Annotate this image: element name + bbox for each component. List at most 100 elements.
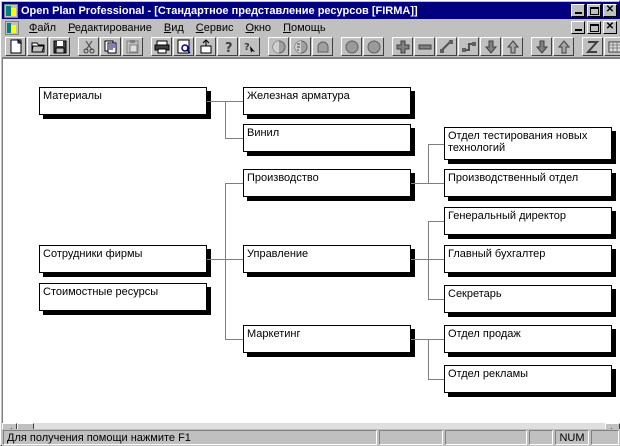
status-bar: Для получения помощи нажмите F1 NUM xyxy=(2,429,620,446)
diagram-node[interactable]: Производство xyxy=(243,169,411,197)
window-controls: ✕ xyxy=(571,4,617,17)
diagram-node-label: Генеральный директор xyxy=(448,210,566,222)
toolbar-separator xyxy=(144,37,151,56)
diagram-node[interactable]: Отдел продаж xyxy=(444,325,612,353)
diagram-node[interactable]: Отдел рекламы xyxy=(444,365,612,393)
connector-child-stub xyxy=(428,299,444,300)
diagram-node[interactable]: Винил xyxy=(243,124,411,152)
save-floppy-icon[interactable] xyxy=(49,37,70,56)
connector-parent-stub xyxy=(411,259,428,260)
resource-split-icon[interactable] xyxy=(290,37,311,56)
menu-bar: Файл Редактирование Вид Сервис Окно Помо… xyxy=(2,19,620,36)
document-icon[interactable] xyxy=(5,20,19,35)
toolbar-separator xyxy=(71,37,78,56)
copy-icon[interactable] xyxy=(100,37,121,56)
diagram-node[interactable]: Отдел тестирования новых технологий xyxy=(444,127,612,160)
diagram-node-label: Отдел тестирования новых технологий xyxy=(448,130,588,154)
diagram-node-label: Главный бухгалтер xyxy=(448,248,546,260)
toolbar-separator xyxy=(524,37,531,56)
plus-icon[interactable] xyxy=(392,37,413,56)
menu-item-help[interactable]: Помощь xyxy=(283,21,326,34)
print-icon[interactable] xyxy=(151,37,172,56)
diagram-node[interactable]: Производственный отдел xyxy=(444,169,612,197)
diagram-node-label: Управление xyxy=(247,248,309,260)
resource-sphere-icon[interactable] xyxy=(268,37,289,56)
diagram-node-label: Секретарь xyxy=(448,288,502,300)
menu-item-view[interactable]: Вид xyxy=(163,21,184,34)
toolbar-separator xyxy=(385,37,392,56)
diagram-node-label: Сотрудники фирмы xyxy=(43,248,143,260)
connector-spine xyxy=(428,339,429,379)
circle-filled-icon[interactable] xyxy=(341,37,362,56)
connector-child-stub xyxy=(428,379,444,380)
app-icon xyxy=(4,3,18,18)
export-icon[interactable] xyxy=(195,37,216,56)
connector-spine xyxy=(225,101,226,138)
mdi-close-button[interactable]: ✕ xyxy=(603,21,617,34)
arrow-up-2-icon[interactable] xyxy=(553,37,574,56)
diagram-node-label: Отдел рекламы xyxy=(448,368,529,380)
menu-item-file[interactable]: Файл xyxy=(29,21,57,34)
unlink-icon[interactable] xyxy=(458,37,479,56)
connector-spine xyxy=(428,144,429,183)
grid-table-icon[interactable] xyxy=(604,37,620,56)
svg-text:?: ? xyxy=(244,42,250,53)
diagram-node[interactable]: Управление xyxy=(243,245,411,273)
diagram-node-label: Отдел продаж xyxy=(448,328,521,340)
restore-button[interactable] xyxy=(587,4,601,17)
resource-pool-icon[interactable] xyxy=(312,37,333,56)
window-title: Open Plan Professional - [Стандартное пр… xyxy=(21,4,418,17)
status-num-lock: NUM xyxy=(555,430,589,445)
diagram-node[interactable]: Стоимостные ресурсы xyxy=(39,283,207,311)
mdi-restore-button[interactable] xyxy=(587,21,601,34)
diagram-node-label: Производство xyxy=(247,172,319,184)
diagram-node[interactable]: Материалы xyxy=(39,87,207,115)
menu-item-edit[interactable]: Редактирование xyxy=(68,21,152,34)
print-preview-icon[interactable] xyxy=(173,37,194,56)
open-folder-icon[interactable] xyxy=(27,37,48,56)
diagram-node[interactable]: Железная арматура xyxy=(243,87,411,115)
minimize-button[interactable] xyxy=(571,4,585,17)
circle-filled-2-icon[interactable] xyxy=(363,37,384,56)
connector-child-stub xyxy=(428,221,444,222)
menu-item-window[interactable]: Окно xyxy=(245,21,272,34)
toolbar-separator xyxy=(575,37,582,56)
mdi-minimize-button[interactable] xyxy=(571,21,585,34)
diagram-node[interactable]: Сотрудники фирмы xyxy=(39,245,207,273)
link-icon[interactable] xyxy=(436,37,457,56)
diagram-node-label: Маркетинг xyxy=(247,328,301,340)
context-help-icon[interactable]: ? xyxy=(239,37,260,56)
diagram-node[interactable]: Главный бухгалтер xyxy=(444,245,612,273)
toolbar-separator xyxy=(334,37,341,56)
connector-parent-stub xyxy=(411,339,428,340)
connector-child-stub xyxy=(225,138,243,139)
diagram-node[interactable]: Маркетинг xyxy=(243,325,411,353)
menu-item-tools[interactable]: Сервис xyxy=(195,21,234,34)
diagram-node-label: Материалы xyxy=(43,90,102,102)
arrow-down-icon[interactable] xyxy=(480,37,501,56)
minus-icon[interactable] xyxy=(414,37,435,56)
new-icon[interactable] xyxy=(5,37,26,56)
close-button[interactable]: ✕ xyxy=(603,4,617,17)
connector-child-stub xyxy=(428,339,444,340)
connector-spine xyxy=(225,183,226,339)
cut-scissors-icon[interactable] xyxy=(78,37,99,56)
zigzag-icon[interactable] xyxy=(582,37,603,56)
paste-clipboard-icon[interactable] xyxy=(122,37,143,56)
status-message: Для получения помощи нажмите F1 xyxy=(3,430,377,445)
status-panel-4 xyxy=(591,430,619,445)
status-panel-2 xyxy=(445,430,527,445)
arrow-up-icon[interactable] xyxy=(502,37,523,56)
help-question-icon[interactable]: ? xyxy=(217,37,238,56)
connector-spine xyxy=(428,221,429,299)
arrow-down-2-icon[interactable] xyxy=(531,37,552,56)
svg-text:?: ? xyxy=(225,41,233,55)
connector-child-stub xyxy=(225,339,243,340)
diagram-node[interactable]: Секретарь xyxy=(444,285,612,313)
connector-parent-stub xyxy=(207,101,225,102)
title-bar[interactable]: Open Plan Professional - [Стандартное пр… xyxy=(2,2,620,19)
diagram-node[interactable]: Генеральный директор xyxy=(444,207,612,235)
status-panel-3 xyxy=(529,430,553,445)
